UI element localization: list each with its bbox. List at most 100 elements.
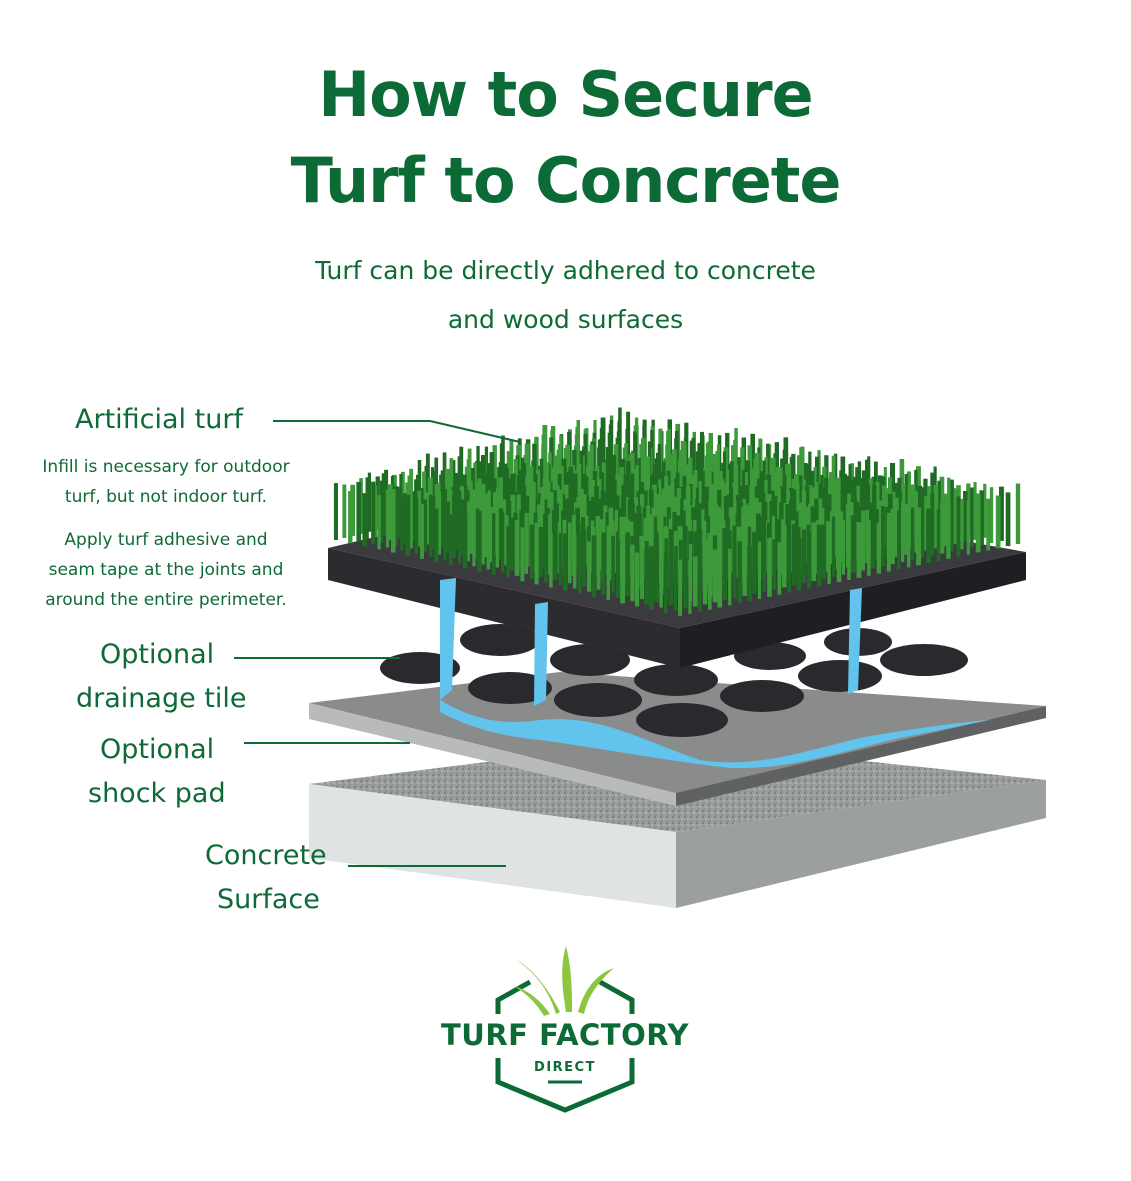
grass-blade bbox=[660, 507, 666, 563]
grass-blade bbox=[535, 469, 541, 525]
grass-blade bbox=[498, 508, 504, 561]
grass-blade bbox=[867, 519, 871, 576]
grass-blade bbox=[757, 541, 762, 599]
grass-blade bbox=[986, 498, 990, 551]
grass-blade bbox=[655, 493, 660, 558]
grass-blade bbox=[933, 485, 939, 549]
grass-blade bbox=[572, 534, 577, 589]
grass-blade bbox=[738, 457, 744, 512]
water-pool bbox=[440, 700, 990, 769]
grass-blade bbox=[577, 532, 582, 594]
grass-blade bbox=[437, 491, 442, 555]
adhesive-note: Apply turf adhesive and seam tape at the… bbox=[18, 525, 314, 615]
grass-blade bbox=[544, 531, 548, 583]
grass-blade bbox=[894, 497, 899, 557]
grass-blade bbox=[522, 508, 526, 562]
grass-blade bbox=[371, 481, 376, 545]
grass-blade bbox=[350, 484, 356, 536]
grass-blade bbox=[668, 553, 674, 606]
grass-blade bbox=[732, 547, 737, 599]
grass-blade bbox=[587, 541, 592, 592]
grass-blade bbox=[374, 485, 378, 537]
grass-blade bbox=[385, 489, 390, 548]
grass-blade bbox=[683, 556, 688, 609]
grass-blade bbox=[381, 473, 387, 535]
grass-blade bbox=[943, 493, 948, 547]
grass-blade bbox=[348, 491, 353, 544]
grass-blade bbox=[405, 494, 411, 556]
grass-blade bbox=[836, 525, 842, 583]
infill-note: Infill is necessary for outdoor turf, bu… bbox=[18, 452, 314, 512]
grass-blade bbox=[936, 508, 941, 561]
grass-blade bbox=[549, 532, 553, 588]
grass-blade bbox=[513, 459, 518, 517]
leader-lines bbox=[234, 420, 521, 867]
grass-blade bbox=[458, 506, 461, 564]
grass-blade bbox=[870, 514, 876, 569]
grass-blade bbox=[692, 556, 698, 607]
grass-blade bbox=[558, 533, 562, 586]
grass-blade bbox=[1015, 483, 1021, 544]
grass-blade bbox=[620, 546, 626, 604]
grass-blade bbox=[847, 522, 851, 580]
grass-blade bbox=[425, 492, 431, 545]
grass-blade bbox=[973, 482, 977, 540]
grass-blade bbox=[885, 506, 889, 559]
grass-blade bbox=[414, 497, 419, 554]
grass-blade bbox=[975, 493, 981, 553]
grass-blade bbox=[380, 480, 384, 543]
grass-blade bbox=[417, 490, 422, 547]
grass-blade bbox=[636, 505, 642, 562]
infill-note-line-2: turf, but not indoor turf. bbox=[64, 487, 268, 507]
grass-blade bbox=[821, 524, 827, 579]
grass-blade bbox=[897, 510, 901, 570]
grass-blade bbox=[831, 516, 836, 577]
grass-blade bbox=[796, 538, 802, 591]
grass-blade bbox=[466, 501, 470, 562]
grass-blade bbox=[910, 507, 915, 560]
grass-blade bbox=[481, 503, 485, 565]
grass-blade bbox=[843, 493, 848, 555]
grass-blade bbox=[766, 443, 770, 505]
grass-blade bbox=[402, 493, 407, 544]
grass-blade bbox=[702, 551, 708, 605]
grass-blades bbox=[333, 407, 1021, 616]
grass-blade bbox=[596, 536, 601, 590]
title-line-1: How to Secure bbox=[318, 58, 813, 131]
adhesive-note-line-2: seam tape at the joints and bbox=[48, 560, 284, 580]
grass-blade bbox=[552, 523, 558, 581]
grass-blade bbox=[520, 527, 525, 582]
grass-blade bbox=[906, 510, 911, 568]
grass-blade bbox=[737, 457, 741, 519]
grass-blade bbox=[634, 552, 640, 607]
grass-blade bbox=[950, 487, 954, 552]
grass-blade bbox=[752, 531, 757, 594]
grass-blade bbox=[728, 548, 732, 606]
grass-blade bbox=[1005, 492, 1011, 547]
grass-blade bbox=[365, 477, 369, 539]
grass-blade bbox=[695, 451, 700, 515]
grass-blade bbox=[417, 460, 422, 520]
grass-blade bbox=[588, 501, 593, 560]
grass-blade bbox=[811, 522, 817, 582]
grass-blade bbox=[776, 487, 781, 550]
grass-blade bbox=[930, 493, 935, 556]
grass-blade bbox=[704, 502, 709, 560]
grass-blade bbox=[742, 535, 747, 596]
grass-blade bbox=[727, 463, 732, 521]
grass-blade bbox=[429, 494, 433, 557]
grass-blade bbox=[558, 489, 563, 553]
grass-blade bbox=[476, 510, 482, 572]
grass-blade bbox=[861, 510, 865, 571]
grass-blade bbox=[446, 501, 451, 553]
grass-blade bbox=[808, 504, 813, 556]
grass-blade bbox=[443, 509, 447, 561]
grass-blade bbox=[469, 490, 474, 554]
grass-blade bbox=[916, 507, 921, 566]
grass-blade bbox=[484, 493, 488, 557]
grass-blade bbox=[448, 514, 453, 566]
grass-blade bbox=[462, 513, 468, 569]
grass-blade bbox=[654, 542, 659, 603]
grass-blade bbox=[434, 508, 439, 563]
